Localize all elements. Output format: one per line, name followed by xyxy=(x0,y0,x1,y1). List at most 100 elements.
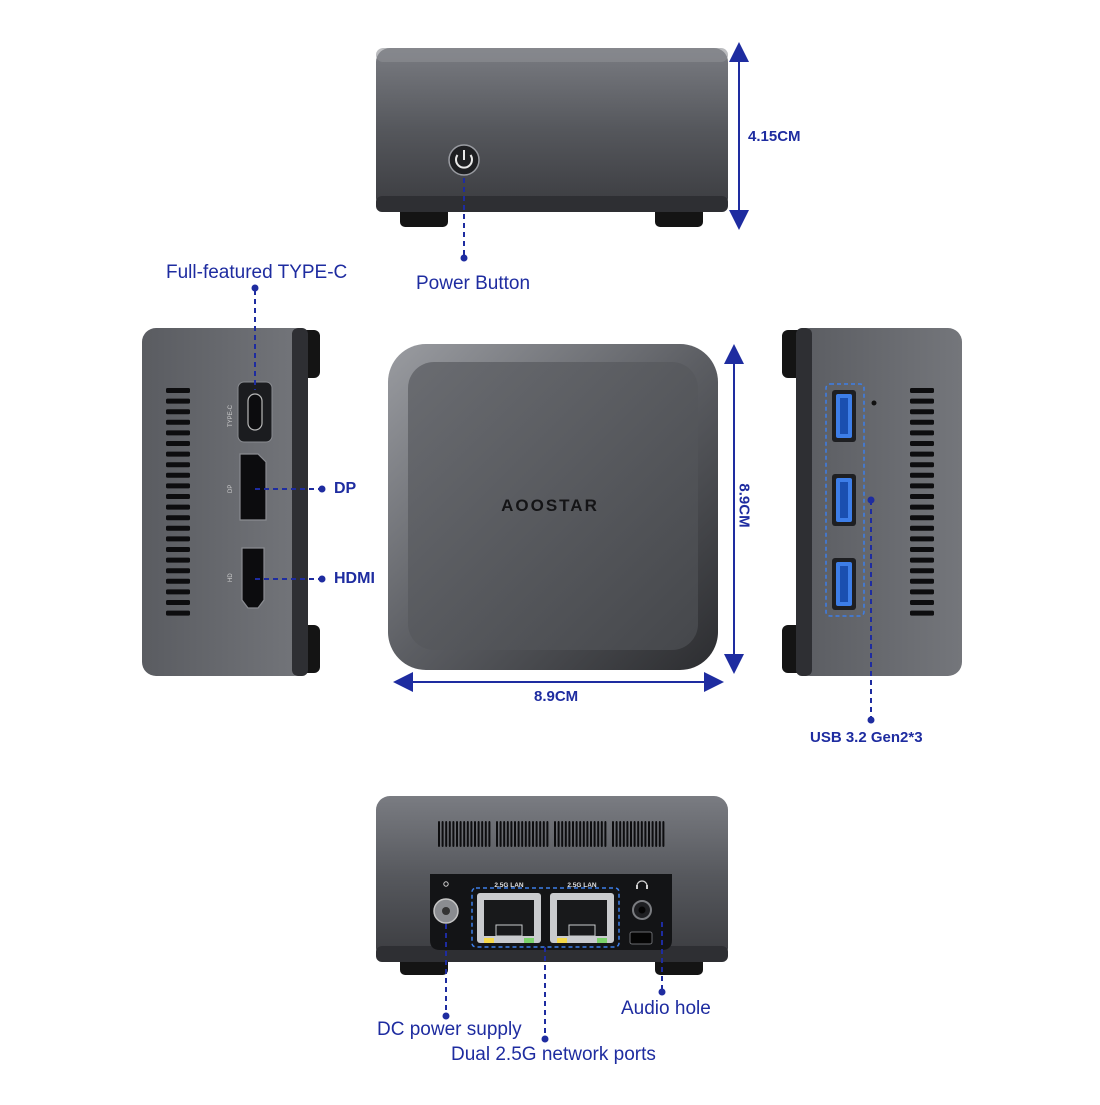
lan-highlight-box xyxy=(471,887,620,948)
vent-slot xyxy=(499,821,502,847)
vent-slot xyxy=(445,821,448,847)
vent-slot xyxy=(542,821,545,847)
vent-slot xyxy=(535,821,538,847)
vent-slot xyxy=(910,578,934,584)
vent-slot xyxy=(166,419,190,425)
vent-slot xyxy=(586,821,589,847)
width-dimension-label: 8.9CM xyxy=(534,688,579,705)
vent-slot xyxy=(166,451,190,457)
vent-slot xyxy=(448,821,451,847)
lan-label-1: 2.5G LAN xyxy=(494,882,524,889)
vent-slot xyxy=(459,821,462,847)
vent-slot xyxy=(166,462,190,468)
vent-slot xyxy=(910,568,934,574)
lan-label-2: 2.5G LAN xyxy=(567,882,597,889)
power-icon[interactable] xyxy=(448,144,480,176)
left-vent xyxy=(166,388,190,616)
vent-slot xyxy=(910,504,934,510)
vent-slot xyxy=(630,821,632,847)
vent-slot xyxy=(640,821,643,847)
vent-slot xyxy=(166,409,190,415)
vent-slot xyxy=(484,821,487,847)
vent-slot xyxy=(166,536,190,542)
vent-slot xyxy=(166,589,190,595)
vent-slot xyxy=(463,821,466,847)
vent-slot xyxy=(514,821,516,847)
vent-slot xyxy=(910,419,934,425)
vent-slot xyxy=(166,504,190,510)
hdmi-port xyxy=(241,547,265,609)
vent-slot xyxy=(521,821,524,847)
vent-slot xyxy=(166,483,190,489)
vent-slot xyxy=(532,821,534,847)
vent-slot xyxy=(166,547,190,552)
vent-slot xyxy=(626,821,629,847)
vent-slot xyxy=(910,409,934,415)
vent-slot xyxy=(166,525,190,531)
dc-power-icon xyxy=(443,881,449,887)
vent-slot xyxy=(593,821,596,847)
right-side-view xyxy=(782,328,962,724)
vent-slot xyxy=(644,821,647,847)
vent-slot xyxy=(910,483,934,489)
dp-port xyxy=(239,453,267,521)
vent-slot xyxy=(166,568,190,574)
right-vent xyxy=(910,388,934,616)
network-callout-label: Dual 2.5G network ports xyxy=(451,1044,656,1065)
brand-logo: AOOSTAR xyxy=(501,496,599,515)
vent-slot xyxy=(910,547,934,552)
height-dimension-label: 4.15CM xyxy=(748,128,801,145)
vent-slot xyxy=(910,462,934,468)
vent-slot xyxy=(456,821,458,847)
vent-slot xyxy=(166,441,190,446)
vent-slot xyxy=(615,821,618,847)
vent-slot xyxy=(582,821,585,847)
audio-callout-label: Audio hole xyxy=(621,998,711,1019)
vent-slot xyxy=(910,557,934,563)
vent-slot xyxy=(575,821,578,847)
usb-ports xyxy=(832,390,856,610)
vent-slot xyxy=(510,821,513,847)
typec-port-label: TYPE-C xyxy=(228,404,234,427)
vent-slot xyxy=(568,821,571,847)
vent-slot xyxy=(600,821,603,847)
vent-slot xyxy=(506,821,509,847)
vent-slot xyxy=(528,821,531,847)
vent-slot xyxy=(477,821,480,847)
vent-slot xyxy=(452,821,455,847)
vent-slot xyxy=(604,821,607,847)
left-side-view: TYPE-C DP HD xyxy=(142,284,326,676)
vent-slot xyxy=(910,472,934,478)
vent-slot xyxy=(166,494,190,499)
vent-slot xyxy=(910,494,934,499)
vent-slot xyxy=(910,600,934,605)
hdmi-port-label: HD xyxy=(228,573,234,582)
vent-slot xyxy=(496,821,498,847)
vent-slot xyxy=(651,821,654,847)
vent-slot xyxy=(166,398,190,404)
usb-highlight-box xyxy=(825,383,865,617)
dp-callout-label: DP xyxy=(334,480,357,497)
vent-slot xyxy=(474,821,476,847)
vent-slot xyxy=(648,821,650,847)
vent-slot xyxy=(481,821,484,847)
vent-slot xyxy=(517,821,520,847)
vent-slot xyxy=(633,821,636,847)
vent-slot xyxy=(572,821,574,847)
hdmi-callout-label: HDMI xyxy=(334,570,375,587)
dc-power-callout-label: DC power supply xyxy=(377,1019,522,1040)
vent-slot xyxy=(910,515,934,521)
vent-slot xyxy=(910,451,934,457)
vent-slot xyxy=(554,821,556,847)
rear-vents xyxy=(438,821,665,847)
front-body xyxy=(376,48,728,212)
front-view xyxy=(376,42,749,262)
vent-slot xyxy=(166,515,190,521)
top-view: AOOSTAR xyxy=(388,344,744,692)
lock-slot-icon xyxy=(629,931,653,945)
vent-slot xyxy=(619,821,622,847)
left-side-body xyxy=(142,328,308,676)
dp-port-label: DP xyxy=(228,485,234,493)
vent-slot xyxy=(438,821,440,847)
vent-slot xyxy=(166,472,190,478)
